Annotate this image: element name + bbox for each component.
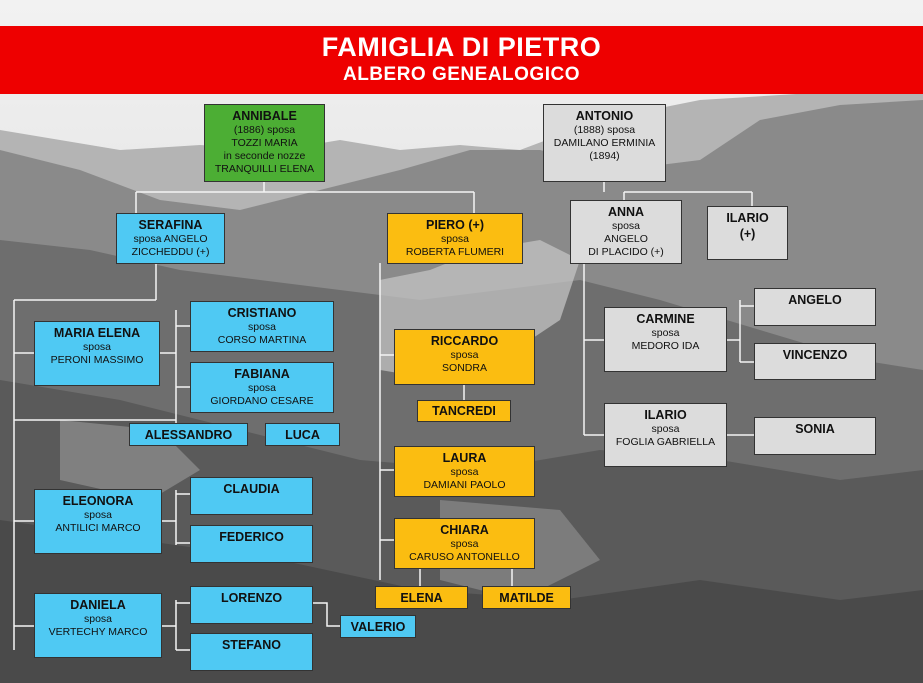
page-subtitle: ALBERO GENEALOGICO [342,64,580,85]
node-eleonora: ELEONORA sposa ANTILICI MARCO [34,489,162,554]
node-tancredi: TANCREDI [417,400,511,422]
page-title: FAMIGLIA DI PIETRO [321,32,602,62]
node-valerio: VALERIO [340,615,416,638]
node-serafina: SERAFINA sposa ANGELO ZICCHEDDU (+) [116,213,225,264]
node-carmine: CARMINE sposa MEDORO IDA [604,307,727,372]
node-anna: ANNA sposa ANGELO DI PLACIDO (+) [570,200,682,264]
node-vincenzo: VINCENZO [754,343,876,380]
node-ilario-deceased: ILARIO (+) [707,206,788,260]
node-chiara: CHIARA sposa CARUSO ANTONELLO [394,518,535,569]
node-annibale: ANNIBALE (1886) sposa TOZZI MARIA in sec… [204,104,325,182]
node-matilde: MATILDE [482,586,571,609]
node-lorenzo: LORENZO [190,586,313,624]
node-stefano: STEFANO [190,633,313,671]
node-fabiana: FABIANA sposa GIORDANO CESARE [190,362,334,413]
node-antonio: ANTONIO (1888) sposa DAMILANO ERMINIA (1… [543,104,666,182]
node-ilario: ILARIO sposa FOGLIA GABRIELLA [604,403,727,467]
node-sonia: SONIA [754,417,876,455]
node-elena: ELENA [375,586,468,609]
node-cristiano: CRISTIANO sposa CORSO MARTINA [190,301,334,352]
title-banner: FAMIGLIA DI PIETRO ALBERO GENEALOGICO [0,26,923,94]
node-angelo: ANGELO [754,288,876,326]
node-maria-elena: MARIA ELENA sposa PERONI MASSIMO [34,321,160,386]
node-claudia: CLAUDIA [190,477,313,515]
node-riccardo: RICCARDO sposa SONDRA [394,329,535,385]
node-federico: FEDERICO [190,525,313,563]
node-piero: PIERO (+) sposa ROBERTA FLUMERI [387,213,523,264]
node-luca: LUCA [265,423,340,446]
node-alessandro: ALESSANDRO [129,423,248,446]
node-laura: LAURA sposa DAMIANI PAOLO [394,446,535,497]
node-daniela: DANIELA sposa VERTECHY MARCO [34,593,162,658]
